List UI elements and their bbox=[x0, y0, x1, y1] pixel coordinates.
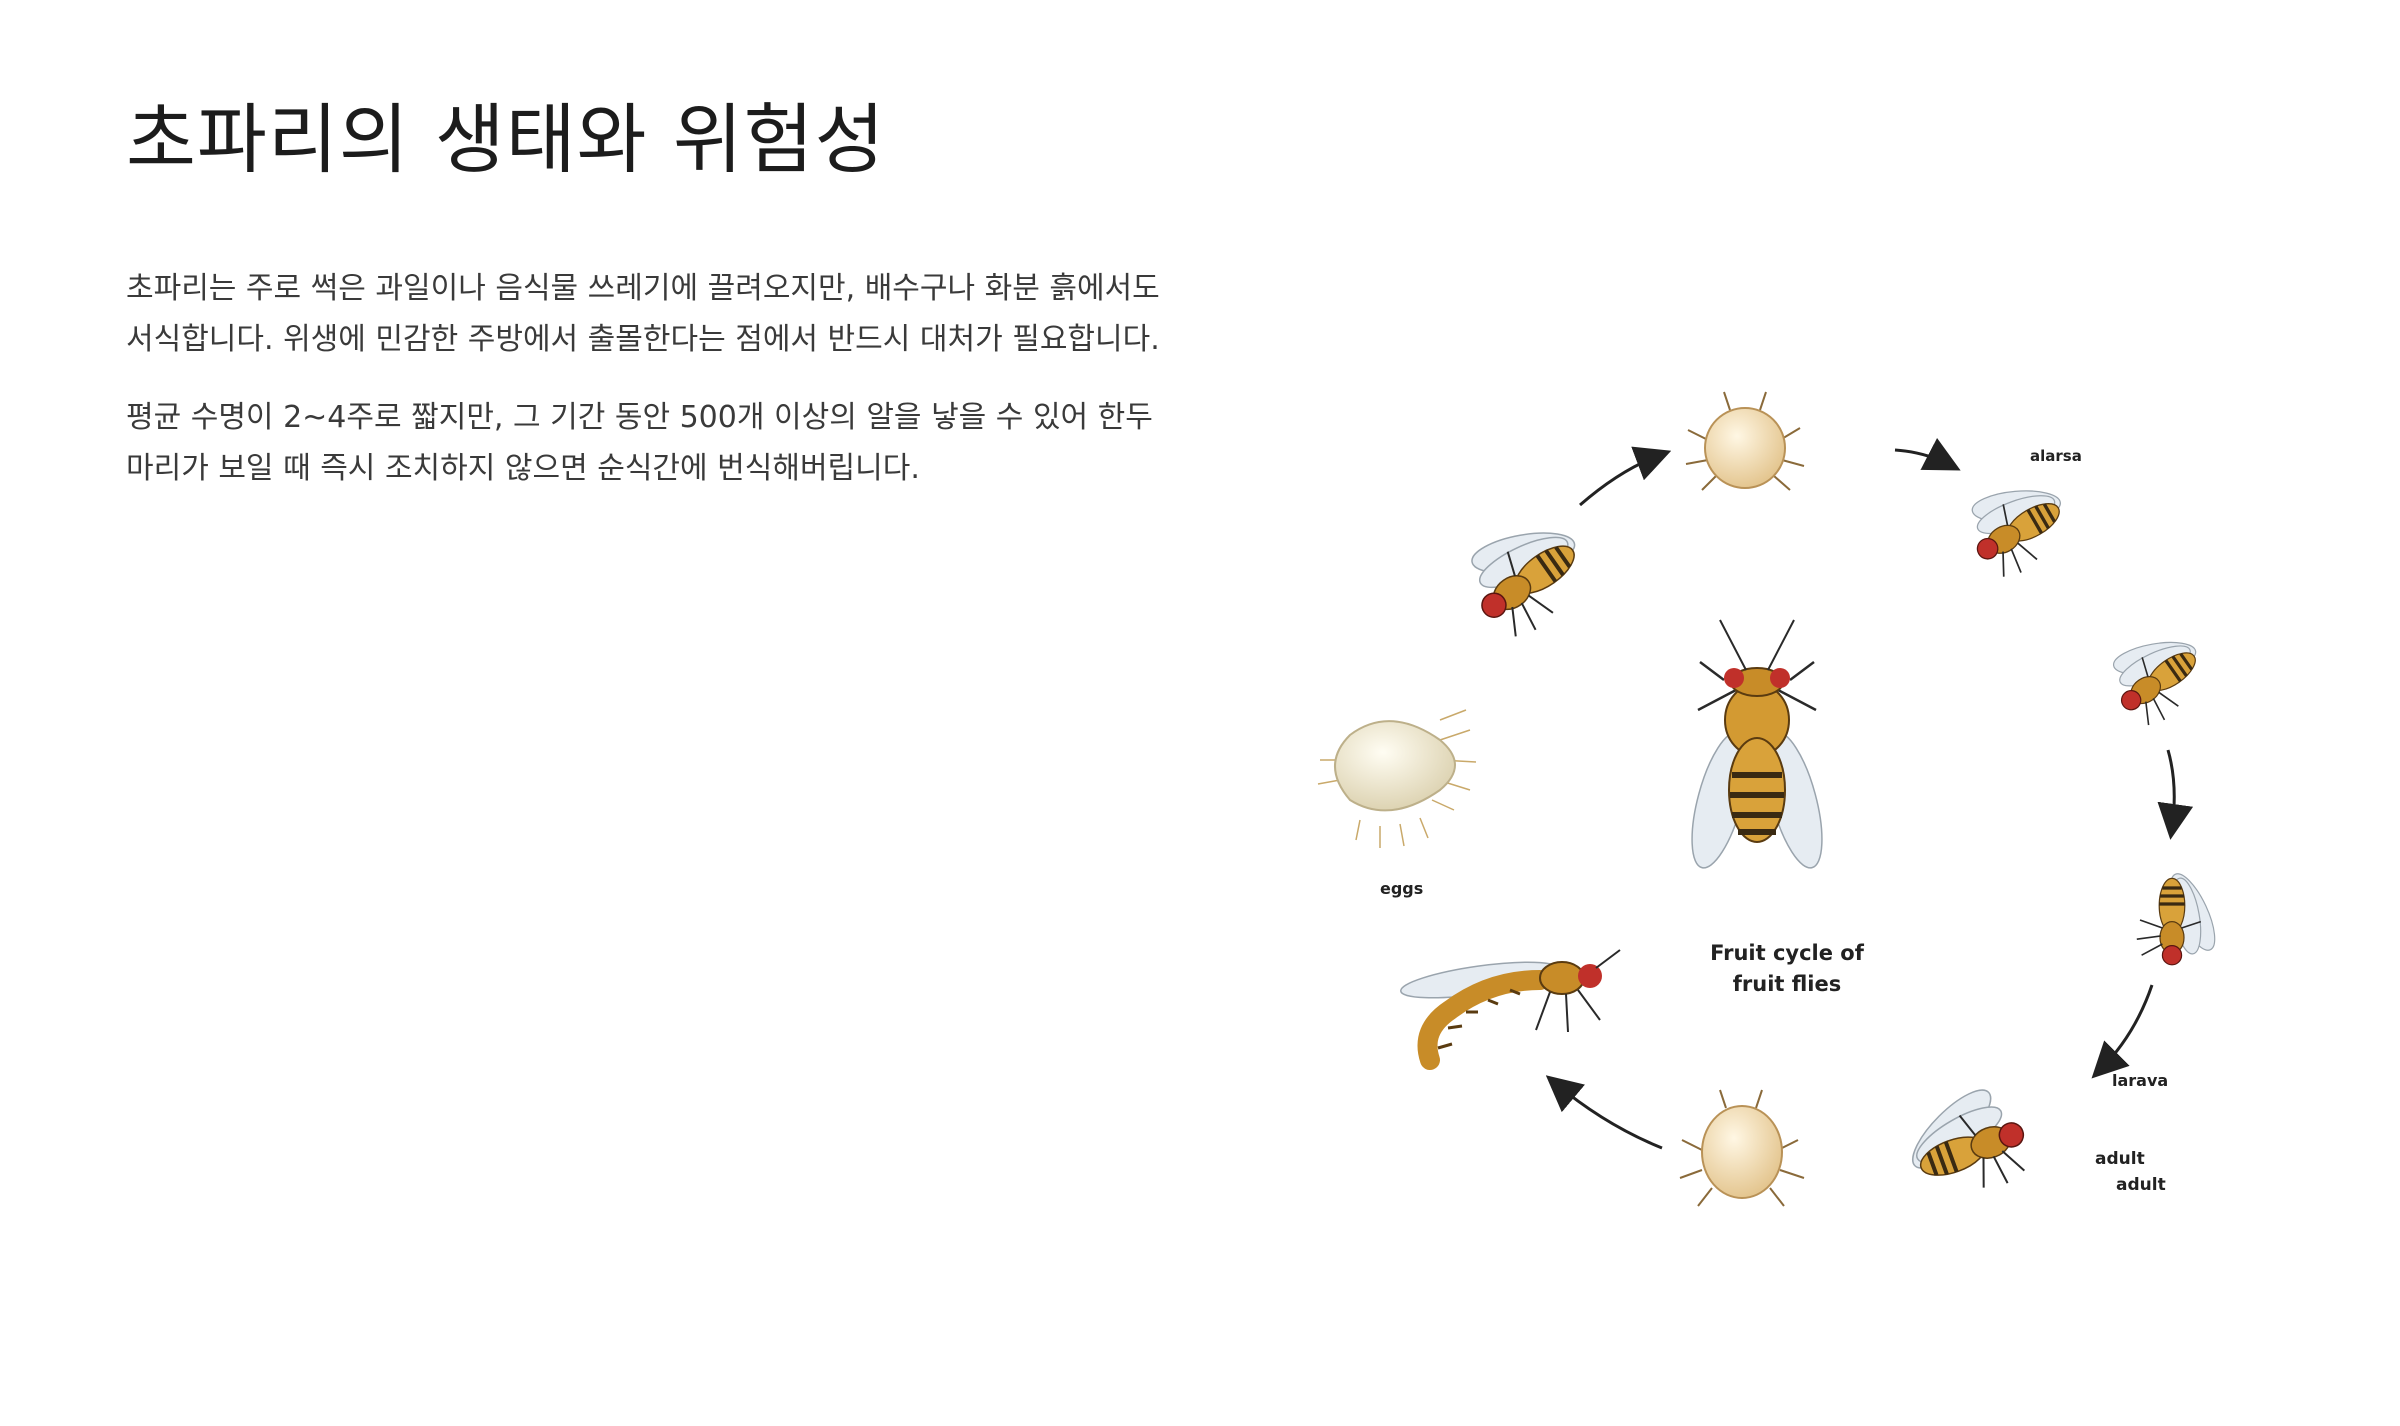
label-alarsa: alarsa bbox=[2030, 447, 2082, 465]
paragraph-lifespan: 평균 수명이 2~4주로 짧지만, 그 기간 동안 500개 이상의 알을 낳을… bbox=[126, 400, 1153, 486]
arrow-5 bbox=[1545, 1075, 1663, 1150]
fly-top-right bbox=[1949, 453, 2089, 588]
fly-top-left bbox=[1445, 488, 1611, 651]
center-caption-line1: Fruit cycle of bbox=[1710, 941, 1865, 965]
fly-bottom-right bbox=[1885, 1068, 2040, 1216]
egg-top bbox=[1685, 391, 1805, 491]
paragraph-habitat: 초파리는 주로 썩은 과일이나 음식물 쓰레기에 끌려오지만, 배수구나 화분 … bbox=[126, 271, 1160, 357]
arrow-4 bbox=[2091, 984, 2154, 1079]
arrow-1 bbox=[1579, 446, 1672, 507]
arrow-2 bbox=[1894, 437, 1961, 471]
label-larava: larava bbox=[2112, 1071, 2168, 1090]
fruit-fly-life-cycle-illustration: eggs bbox=[1300, 380, 2280, 1310]
egg-left bbox=[1317, 709, 1477, 848]
page-title: 초파리의 생태와 위험성 bbox=[126, 95, 886, 184]
label-adult-2: adult bbox=[2116, 1175, 2166, 1195]
larva-fly-left bbox=[1400, 949, 1621, 1070]
arrow-3 bbox=[2157, 749, 2194, 840]
label-adult-1: adult bbox=[2095, 1149, 2145, 1169]
life-cycle-diagram: eggs bbox=[1317, 391, 2226, 1216]
fly-right bbox=[2092, 606, 2225, 737]
fly-right-lower bbox=[2135, 866, 2226, 967]
egg-bottom bbox=[1679, 1089, 1805, 1207]
center-caption-line2: fruit flies bbox=[1733, 972, 1842, 996]
label-eggs: eggs bbox=[1380, 879, 1423, 898]
fly-center bbox=[1691, 619, 1823, 869]
text-column: 초파리의 생태와 위험성 초파리는 주로 썩은 과일이나 음식물 쓰레기에 끌려… bbox=[126, 84, 1186, 494]
